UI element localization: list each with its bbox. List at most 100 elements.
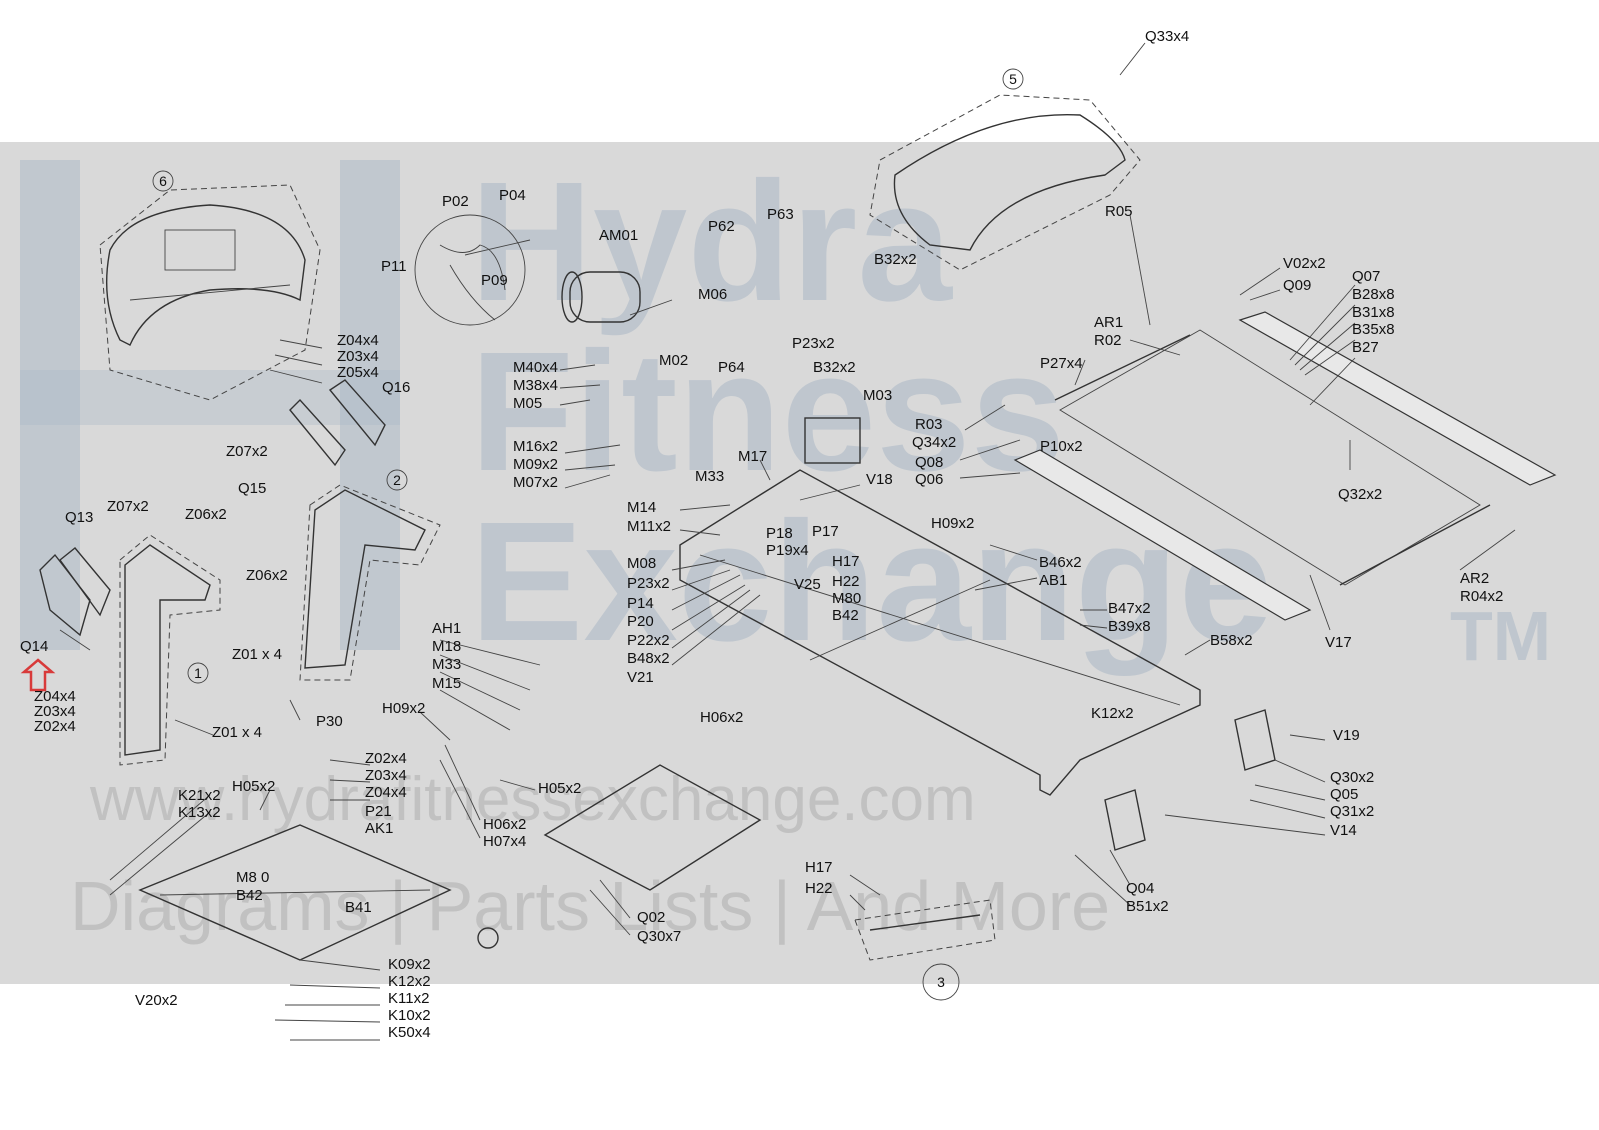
label: V14 xyxy=(1330,822,1357,839)
label: AB1 xyxy=(1039,572,1067,589)
label: P21 xyxy=(365,803,392,820)
label: Z07x2 xyxy=(107,498,149,515)
label: V21 xyxy=(627,669,654,686)
label: V02x2 xyxy=(1283,255,1326,272)
assembly-circle-3 xyxy=(922,963,960,1001)
label: H06x2 xyxy=(483,816,526,833)
label: Z01 x 4 xyxy=(232,646,282,663)
assembly-number-1: 1 xyxy=(194,665,202,681)
wire-harness-detail xyxy=(414,214,526,326)
console-trim xyxy=(129,284,291,301)
label: Q16 xyxy=(382,379,410,396)
label: M08 xyxy=(627,555,656,572)
watermark-band xyxy=(0,142,1599,984)
label: K12x2 xyxy=(1091,705,1134,722)
label: V19 xyxy=(1333,727,1360,744)
assembly-number-6: 6 xyxy=(159,173,167,189)
label: Z01 x 4 xyxy=(212,724,262,741)
label: Z06x2 xyxy=(246,567,288,584)
label: Q30x7 xyxy=(637,928,681,945)
label: H09x2 xyxy=(931,515,974,532)
label: P27x4 xyxy=(1040,355,1083,372)
label: Q04 xyxy=(1126,880,1154,897)
upright-left xyxy=(124,544,211,756)
label: Z03x4 xyxy=(337,348,379,365)
motor-cover-dash-outline xyxy=(869,94,1141,271)
label: Z03x4 xyxy=(34,703,76,720)
label: H09x2 xyxy=(382,700,425,717)
label: B28x8 xyxy=(1352,286,1395,303)
label: M06 xyxy=(698,286,727,303)
label: P22x2 xyxy=(627,632,670,649)
label: AK1 xyxy=(365,820,393,837)
highlight-arrow-icon xyxy=(20,658,56,692)
label: B27 xyxy=(1352,339,1379,356)
cover-q15 xyxy=(289,398,346,467)
label: Z03x4 xyxy=(365,767,407,784)
label: Q07 xyxy=(1352,268,1380,285)
label: M80 xyxy=(832,590,861,607)
label: P20 xyxy=(627,613,654,630)
label: M11x2 xyxy=(627,518,671,535)
deck-rails xyxy=(1013,311,1557,621)
label: H07x4 xyxy=(483,833,526,850)
upright-left-dash xyxy=(119,534,221,766)
label: P63 xyxy=(767,206,794,223)
label: P09 xyxy=(481,272,508,289)
label: Z07x2 xyxy=(226,443,268,460)
console-dash-outline xyxy=(99,184,321,401)
label: P11 xyxy=(381,258,407,275)
assembly-number-5: 5 xyxy=(1009,71,1017,87)
label: Z04x4 xyxy=(365,784,407,801)
assembly-circle-5 xyxy=(1002,68,1024,90)
label: Q30x2 xyxy=(1330,769,1374,786)
label: V20x2 xyxy=(135,992,178,1009)
watermark-brand-line-1: Hydra xyxy=(470,147,953,337)
label: B32x2 xyxy=(813,359,856,376)
assembly-3-part xyxy=(869,914,981,931)
base-frame-outline xyxy=(138,824,452,961)
console-assembly xyxy=(99,184,321,401)
rear-foot-q05 xyxy=(1234,709,1276,771)
label: M05 xyxy=(513,395,542,412)
base-wheel xyxy=(477,927,499,949)
label: Q13 xyxy=(65,509,93,526)
cover-q16 xyxy=(328,379,386,447)
motor-body xyxy=(569,271,641,323)
label: Q34x2 xyxy=(912,434,956,451)
main-frame xyxy=(679,469,1201,796)
motor-cover-assembly xyxy=(869,94,1141,271)
handlebar-covers xyxy=(39,379,386,637)
label: R03 xyxy=(915,416,943,433)
label: B47x2 xyxy=(1108,600,1151,617)
label: H22 xyxy=(805,880,833,897)
motor-end xyxy=(561,271,583,323)
main-frame-crossbar xyxy=(699,554,1181,706)
label: M17 xyxy=(738,448,767,465)
upright-right xyxy=(304,489,426,669)
label: H17 xyxy=(805,859,833,876)
label: B51x2 xyxy=(1126,898,1169,915)
label: M33 xyxy=(695,468,724,485)
label: K10x2 xyxy=(388,1007,431,1024)
label: B42 xyxy=(236,887,263,904)
label: M33 xyxy=(432,656,461,673)
label: R02 xyxy=(1094,332,1122,349)
label: K09x2 xyxy=(388,956,431,973)
label: M16x2 xyxy=(513,438,558,455)
watermark-tagline: Diagrams | Parts Lists | And More xyxy=(70,867,1110,945)
rear-foot-q04 xyxy=(1104,789,1146,851)
rail-right xyxy=(1238,311,1557,486)
label: AR2 xyxy=(1460,570,1489,587)
label: Z02x4 xyxy=(34,718,76,735)
label: H06x2 xyxy=(700,709,743,726)
label: Z04x4 xyxy=(337,332,379,349)
label: P04 xyxy=(499,187,526,204)
assembly-circle-1 xyxy=(187,662,209,684)
label: K21x2 xyxy=(178,787,221,804)
label: H17 xyxy=(832,553,860,570)
watermark-tm: TM xyxy=(1450,597,1551,675)
label: P18 xyxy=(766,525,793,542)
label: Q15 xyxy=(238,480,266,497)
